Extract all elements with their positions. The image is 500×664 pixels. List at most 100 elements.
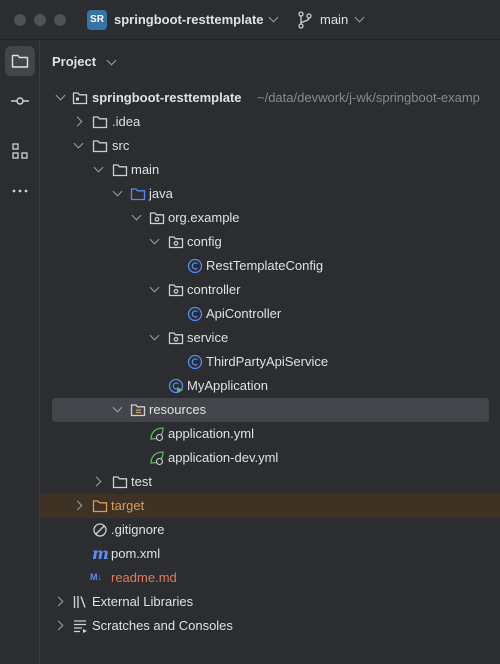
tree-label: resources	[149, 402, 207, 417]
tree-row-my-application[interactable]: MyApplication	[40, 374, 500, 398]
tree-label: target	[111, 498, 145, 513]
tree-label: .gitignore	[111, 522, 165, 537]
structure-tool-button[interactable]	[5, 136, 35, 166]
expand-arrow-icon[interactable]	[72, 116, 83, 127]
expand-arrow-icon[interactable]	[149, 282, 160, 293]
chevron-down-icon[interactable]	[268, 12, 279, 23]
resources-folder-icon	[130, 404, 146, 417]
tree-row-target[interactable]: target	[40, 494, 500, 518]
tree-label: application-dev.yml	[168, 450, 279, 465]
tree-row-rest-template-config[interactable]: RestTemplateConfig	[40, 254, 500, 278]
commit-icon	[11, 97, 29, 105]
project-switcher[interactable]: springboot-resttemplate	[114, 12, 264, 27]
folder-icon	[11, 54, 29, 68]
more-tools-button[interactable]	[5, 176, 35, 206]
tree-row-java[interactable]: java	[40, 182, 500, 206]
expand-arrow-icon[interactable]	[53, 620, 64, 631]
class-icon	[187, 354, 203, 370]
expand-arrow-icon[interactable]	[93, 162, 104, 173]
tree-label: controller	[187, 282, 241, 297]
package-icon	[168, 236, 184, 249]
libraries-icon	[73, 596, 86, 608]
tree-row-test[interactable]: test	[40, 470, 500, 494]
tree-row-scratches[interactable]: Scratches and Consoles	[40, 614, 500, 638]
branch-switcher[interactable]: main	[320, 12, 349, 27]
tree-label: service	[187, 330, 229, 345]
scratches-icon	[74, 620, 87, 633]
title-bar: SR springboot-resttemplate main	[0, 0, 500, 40]
tree-row-idea[interactable]: .idea	[40, 110, 500, 134]
expand-arrow-icon[interactable]	[149, 330, 160, 341]
expand-arrow-icon[interactable]	[55, 90, 66, 101]
tree-row-service[interactable]: service	[40, 326, 500, 350]
expand-arrow-icon[interactable]	[112, 402, 123, 413]
tree-row-controller[interactable]: controller	[40, 278, 500, 302]
project-badge[interactable]: SR	[87, 10, 107, 30]
tree-label: test	[131, 474, 152, 489]
gitignore-icon	[93, 523, 107, 537]
tree-label: org.example	[168, 210, 240, 225]
tree-label: readme.md	[111, 570, 177, 585]
tree-row-main[interactable]: main	[40, 158, 500, 182]
tree-label: External Libraries	[92, 594, 194, 609]
project-panel: Project springboot-resttemplate ~/data/d…	[40, 40, 500, 664]
expand-arrow-icon[interactable]	[73, 138, 84, 149]
tree-label: java	[149, 186, 173, 201]
expand-arrow-icon[interactable]	[91, 476, 102, 487]
tree-row-root[interactable]: springboot-resttemplate ~/data/devwork/j…	[40, 86, 500, 110]
package-icon	[168, 284, 184, 297]
tree-label: ThirdPartyApiService	[206, 354, 329, 369]
commit-tool-button[interactable]	[5, 86, 35, 116]
panel-title[interactable]: Project	[52, 54, 97, 69]
folder-icon	[92, 116, 108, 129]
tree-label: springboot-resttemplate	[92, 90, 242, 105]
folder-icon	[72, 92, 88, 105]
tree-row-resources[interactable]: resources	[52, 398, 489, 422]
expand-arrow-icon[interactable]	[131, 210, 142, 221]
chevron-down-icon[interactable]	[106, 55, 117, 66]
window-close-button[interactable]	[14, 14, 26, 26]
runnable-class-icon	[168, 378, 184, 394]
folder-icon	[112, 476, 128, 489]
project-path: ~/data/devwork/j-wk/springboot-examp	[257, 90, 480, 105]
tree-row-application-dev-yml[interactable]: application-dev.yml	[40, 446, 500, 470]
tree-label: Scratches and Consoles	[92, 618, 233, 633]
maven-icon: m	[92, 544, 109, 563]
tree-label: .idea	[112, 114, 141, 129]
chevron-down-icon[interactable]	[354, 12, 365, 23]
folder-icon	[92, 140, 108, 153]
expand-arrow-icon[interactable]	[53, 596, 64, 607]
git-branch-icon[interactable]	[297, 11, 313, 29]
tree-row-application-yml[interactable]: application.yml	[40, 422, 500, 446]
more-icon	[12, 189, 28, 193]
project-tool-button[interactable]	[5, 46, 35, 76]
excluded-folder-icon	[92, 500, 108, 513]
tree-label: MyApplication	[187, 378, 268, 393]
tree-row-api-controller[interactable]: ApiController	[40, 302, 500, 326]
expand-arrow-icon[interactable]	[72, 500, 83, 511]
class-icon	[187, 258, 203, 274]
source-folder-icon	[130, 188, 146, 201]
tree-label: RestTemplateConfig	[206, 258, 324, 273]
tree-row-pom-xml[interactable]: m pom.xml	[40, 542, 500, 566]
tree-label: pom.xml	[111, 546, 161, 561]
tree-label: main	[131, 162, 160, 177]
window-minimize-button[interactable]	[34, 14, 46, 26]
package-icon	[168, 332, 184, 345]
tree-row-third-party-api-service[interactable]: ThirdPartyApiService	[40, 350, 500, 374]
structure-icon	[12, 143, 28, 159]
tree-row-gitignore[interactable]: .gitignore	[40, 518, 500, 542]
tool-window-strip	[0, 40, 40, 664]
tree-row-config[interactable]: config	[40, 230, 500, 254]
tree-row-org-example[interactable]: org.example	[40, 206, 500, 230]
expand-arrow-icon[interactable]	[149, 234, 160, 245]
tree-label: ApiController	[206, 306, 282, 321]
package-icon	[149, 212, 165, 225]
tree-row-readme[interactable]: M↓ readme.md	[40, 566, 500, 590]
class-icon	[187, 306, 203, 322]
tree-label: application.yml	[168, 426, 254, 441]
window-zoom-button[interactable]	[54, 14, 66, 26]
expand-arrow-icon[interactable]	[112, 186, 123, 197]
tree-row-external-libraries[interactable]: External Libraries	[40, 590, 500, 614]
tree-row-src[interactable]: src	[40, 134, 500, 158]
